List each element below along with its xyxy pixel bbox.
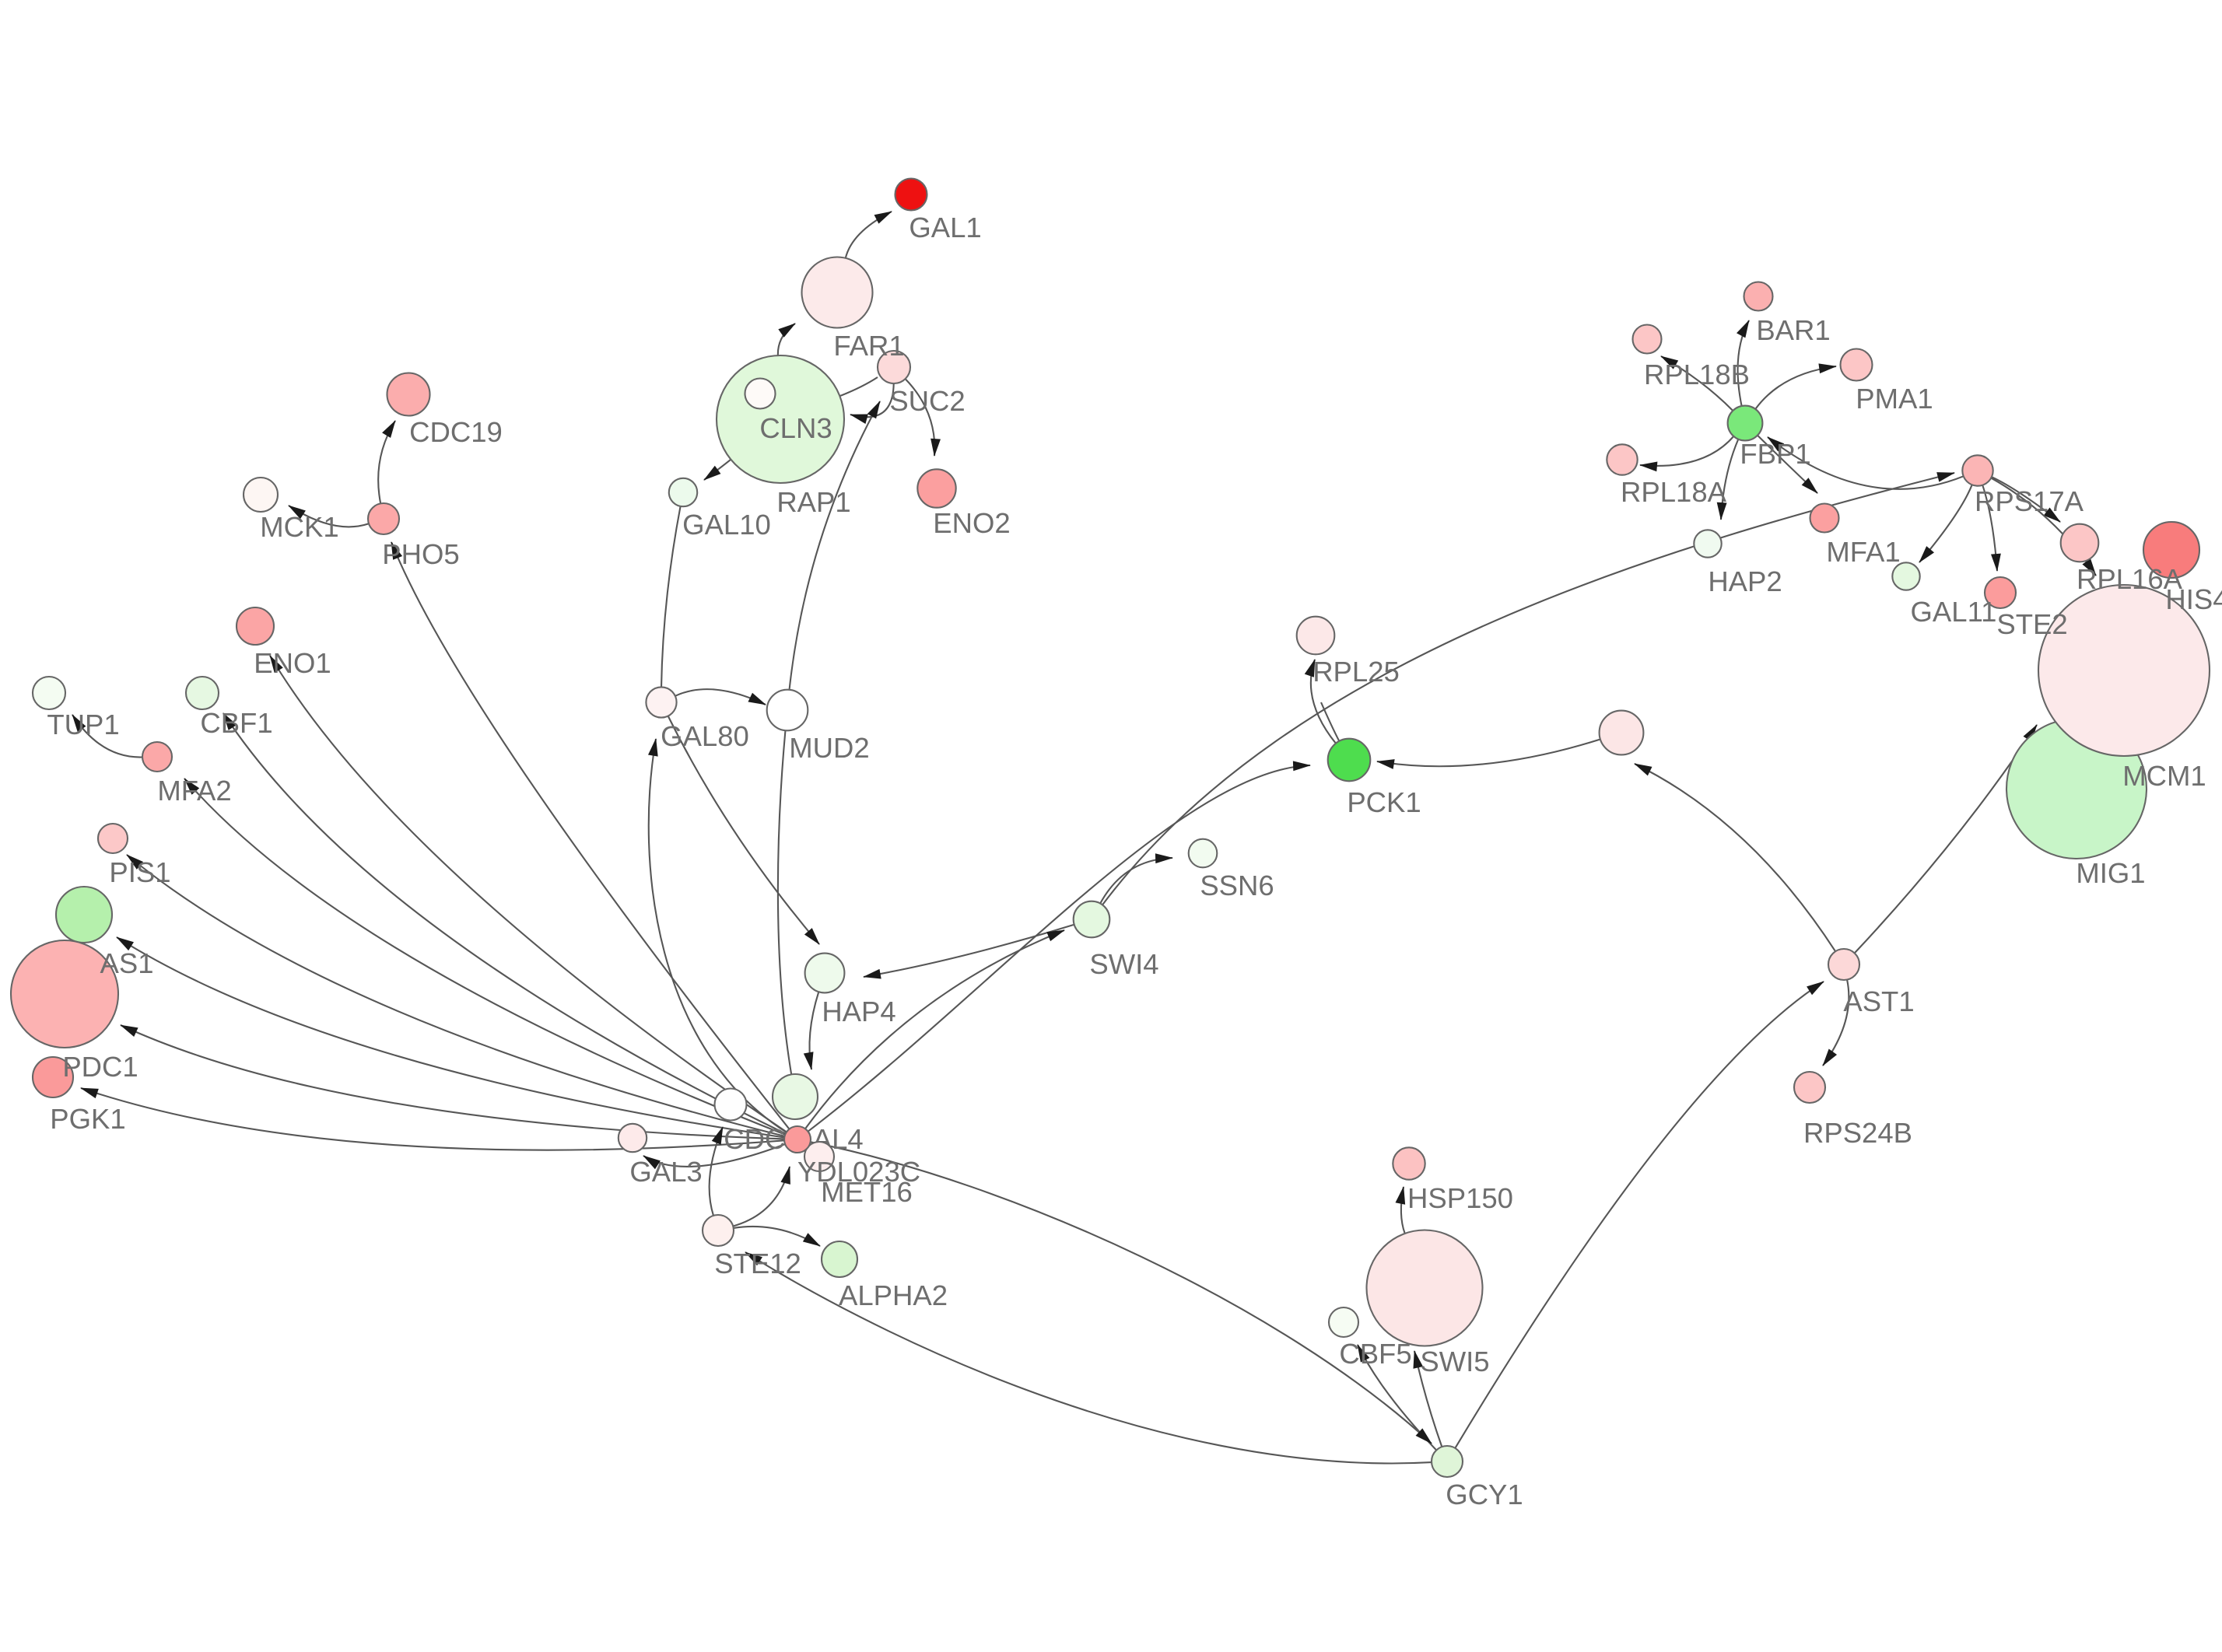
svg-text:MCK1: MCK1 [260,511,338,543]
svg-text:MUD2: MUD2 [789,732,869,764]
svg-text:FAR1: FAR1 [833,330,904,362]
svg-text:CBF5: CBF5 [1339,1338,1411,1370]
svg-text:MCM1: MCM1 [2122,760,2206,792]
svg-text:RPL25: RPL25 [1313,656,1400,688]
svg-text:HAP4: HAP4 [822,996,895,1027]
svg-text:ALPHA2: ALPHA2 [839,1279,948,1311]
svg-text:MIG1: MIG1 [2076,857,2145,889]
svg-text:AS1: AS1 [100,947,154,979]
svg-text:GCY1: GCY1 [1446,1479,1523,1510]
svg-text:RPL18B: RPL18B [1644,359,1750,390]
svg-text:BAR1: BAR1 [1756,314,1830,346]
svg-text:MFA2: MFA2 [157,775,231,807]
svg-text:FBP1: FBP1 [1740,438,1810,470]
svg-text:SUC2: SUC2 [889,385,965,417]
svg-text:PCK1: PCK1 [1347,786,1421,818]
svg-text:RAP1: RAP1 [776,486,850,518]
svg-text:GAL3: GAL3 [629,1156,702,1188]
svg-text:CDC19: CDC19 [409,416,503,448]
svg-text:STE12: STE12 [714,1248,801,1279]
svg-text:MFA1: MFA1 [1826,536,1900,568]
svg-text:TUP1: TUP1 [47,709,119,740]
svg-text:AST1: AST1 [1843,985,1914,1017]
svg-text:RPL18A: RPL18A [1621,476,1727,508]
svg-text:HAP2: HAP2 [1708,565,1782,597]
svg-text:RPS17A: RPS17A [1975,485,2084,517]
svg-text:SSN6: SSN6 [1200,870,1274,901]
svg-text:HIS4: HIS4 [2165,583,2222,615]
svg-text:CBF1: CBF1 [200,707,272,739]
svg-text:PMA1: PMA1 [1856,383,1933,415]
svg-text:GAL1: GAL1 [909,212,981,243]
svg-text:CLN3: CLN3 [759,412,832,444]
svg-text:STE2: STE2 [1996,608,2067,640]
svg-text:SWI5: SWI5 [1420,1346,1489,1377]
svg-text:GAL80: GAL80 [661,720,749,752]
svg-text:HSP150: HSP150 [1407,1182,1513,1214]
svg-text:ENO2: ENO2 [933,507,1010,539]
svg-text:PHO5: PHO5 [382,538,459,570]
svg-text:SWI4: SWI4 [1089,948,1158,980]
svg-text:PGK1: PGK1 [50,1103,125,1135]
svg-text:PDC1: PDC1 [62,1051,138,1083]
svg-text:RPS24B: RPS24B [1803,1117,1912,1149]
svg-text:RPL16A: RPL16A [2077,563,2183,595]
svg-text:GAL10: GAL10 [682,509,771,541]
svg-text:ENO1: ENO1 [254,647,331,679]
svg-text:MET16: MET16 [821,1176,913,1208]
svg-text:YDL023C: YDL023C [797,1156,920,1188]
svg-text:GAL11: GAL11 [1911,596,1997,628]
svg-text:PIS1: PIS1 [109,856,170,888]
